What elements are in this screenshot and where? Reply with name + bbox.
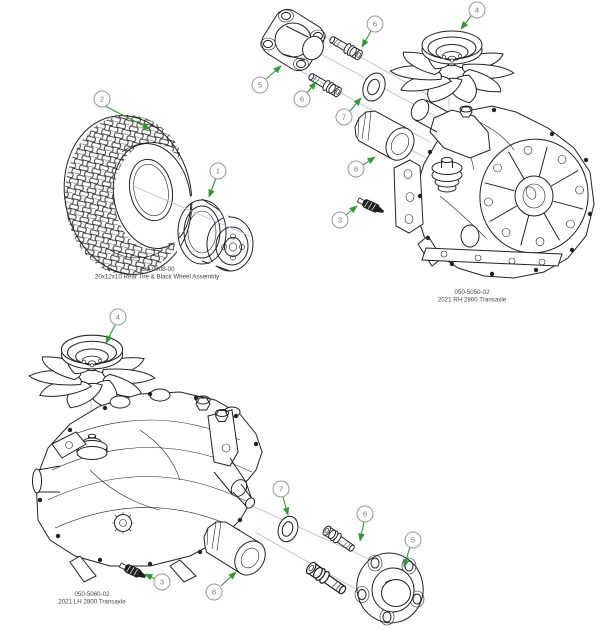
rh-axle-hub-drawing — [260, 8, 326, 72]
lh-transaxle-label: 050-5060-02 2021 LH 2800 Transaxle — [58, 591, 126, 606]
callout-lh-7[interactable]: 7 — [272, 480, 290, 516]
svg-text:4: 4 — [116, 313, 120, 322]
lh-oil-filter-drawing — [203, 521, 266, 576]
callout-tire-2[interactable]: 2 — [93, 90, 151, 130]
callout-lh-6[interactable]: 6 — [356, 505, 374, 542]
callout-rh-6-upper[interactable]: 6 — [361, 15, 384, 48]
rh-cooling-fan-drawing — [389, 31, 514, 104]
callout-rh-6-lower[interactable]: 6 — [293, 81, 317, 108]
svg-text:1: 1 — [216, 167, 220, 176]
svg-text:8: 8 — [212, 588, 216, 597]
callout-rh-8[interactable]: 8 — [347, 156, 376, 178]
lh-washer-drawing — [277, 515, 299, 543]
rh-transaxle-part-number: 050-5050-02 — [454, 289, 490, 296]
callout-rim-1[interactable]: 1 — [208, 162, 227, 198]
svg-text:5: 5 — [411, 536, 415, 545]
rh-washer-drawing — [362, 72, 386, 102]
svg-text:6: 6 — [300, 95, 304, 104]
svg-text:3: 3 — [338, 216, 342, 225]
lh-hub-bolt-upper-drawing — [320, 524, 358, 555]
callout-lh-5[interactable]: 5 — [402, 531, 422, 568]
svg-text:7: 7 — [342, 113, 346, 122]
construction-line-wheel — [132, 185, 251, 237]
wheel-assembly-label: 022-0008-00 20x12x10 Rear Tire & Black W… — [95, 266, 220, 281]
callout-rh-4[interactable]: 4 — [460, 1, 486, 30]
callout-rh-3[interactable]: 3 — [331, 205, 358, 229]
rh-transaxle-description: 2021 RH 2800 Transaxle — [438, 297, 507, 304]
svg-text:4: 4 — [475, 6, 479, 15]
callout-rh-5[interactable]: 5 — [251, 65, 282, 94]
svg-text:8: 8 — [354, 165, 358, 174]
tire-drawing — [63, 115, 193, 275]
rh-oil-filter-drawing — [354, 110, 415, 161]
svg-text:7: 7 — [279, 485, 283, 494]
rh-vent-fitting-drawing — [356, 195, 386, 216]
lh-hub-bolt-lower-drawing — [303, 559, 350, 598]
wheel-rim-drawing — [173, 193, 254, 272]
callout-lh-3[interactable]: 3 — [144, 573, 171, 591]
callout-lh-8[interactable]: 8 — [205, 571, 237, 601]
rh-transaxle-drawing — [393, 99, 595, 279]
lh-transaxle-description: 2021 LH 2800 Transaxle — [58, 599, 126, 606]
svg-text:6: 6 — [373, 20, 377, 29]
wheel-assembly-part-number: 022-0008-00 — [139, 266, 175, 273]
svg-text:2: 2 — [100, 95, 104, 104]
lh-transaxle-drawing — [32, 388, 263, 583]
callout-lh-4[interactable]: 4 — [105, 308, 127, 344]
callout-rh-7[interactable]: 7 — [335, 97, 362, 126]
lh-transaxle-part-number: 050-5060-02 — [74, 591, 110, 598]
rh-transaxle-label: 050-5050-02 2021 RH 2800 Transaxle — [438, 289, 507, 304]
svg-text:6: 6 — [363, 510, 367, 519]
rh-hub-bolt-lower-drawing — [306, 70, 344, 99]
rh-hub-bolt-upper-drawing — [327, 33, 365, 62]
svg-text:3: 3 — [160, 578, 164, 587]
lh-axle-hub-drawing — [354, 552, 425, 626]
wheel-assembly-description: 20x12x10 Rear Tire & Black Wheel Assembl… — [95, 274, 220, 281]
svg-text:5: 5 — [258, 81, 262, 90]
